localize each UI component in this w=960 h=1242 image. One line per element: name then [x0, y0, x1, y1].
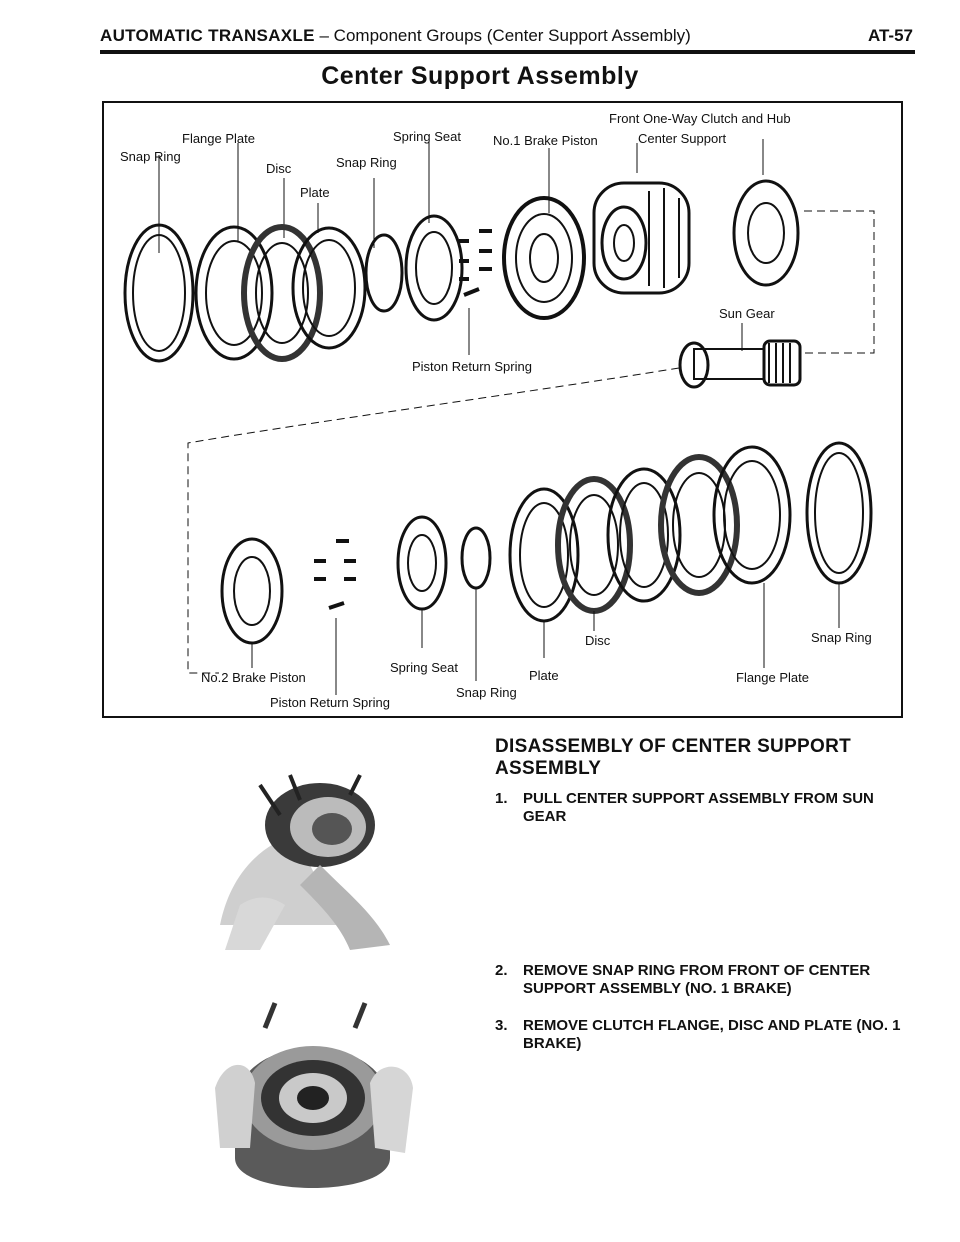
leader-lines-top — [158, 139, 764, 355]
page-header: AUTOMATIC TRANSAXLE – Component Groups (… — [100, 26, 915, 54]
leader-lines-bottom — [251, 583, 840, 695]
header-section: AUTOMATIC TRANSAXLE — [100, 26, 315, 45]
label-plate-top: Plate — [300, 185, 330, 200]
label-spring-seat-top: Spring Seat — [393, 129, 461, 144]
header-separator: – — [319, 26, 329, 45]
label-no2-brake-piston: No.2 Brake Piston — [201, 670, 306, 685]
step-text: REMOVE CLUTCH FLANGE, DISC AND PLATE (NO… — [523, 1017, 901, 1052]
page-number: AT-57 — [867, 26, 913, 45]
label-plate-bottom: Plate — [529, 668, 559, 683]
exploded-diagram: Front One-Way Clutch and Hub Flange Plat… — [102, 101, 903, 718]
label-flange-plate-top: Flange Plate — [182, 131, 255, 146]
label-disc-bottom: Disc — [585, 633, 611, 648]
label-piston-return-spring-top: Piston Return Spring — [412, 359, 532, 374]
label-snap-ring-top-left: Snap Ring — [120, 149, 181, 164]
bottom-parts — [220, 441, 873, 645]
header-subtitle: Component Groups (Center Support Assembl… — [333, 26, 691, 45]
diagram-artwork — [123, 139, 875, 695]
page-title: Center Support Assembly — [321, 62, 639, 90]
section-title: DISASSEMBLY OF CENTER SUPPORT ASSEMBLY — [495, 736, 852, 779]
label-disc-top: Disc — [266, 161, 292, 176]
step-text: REMOVE SNAP RING FROM FRONT OF CENTER SU… — [523, 962, 871, 997]
step-number: 3. — [495, 1017, 508, 1034]
step-number: 1. — [495, 790, 508, 807]
step-text: PULL CENTER SUPPORT ASSEMBLY FROM SUN GE… — [523, 790, 874, 825]
header-title: AUTOMATIC TRANSAXLE – Component Groups (… — [100, 26, 691, 46]
label-front-clutch: Front One-Way Clutch and Hub — [609, 111, 791, 126]
label-piston-return-spring-bottom: Piston Return Spring — [270, 695, 390, 710]
header-rule — [100, 50, 915, 54]
label-spring-seat-bottom: Spring Seat — [390, 660, 458, 675]
assembly-path — [187, 210, 875, 674]
label-snap-ring-bottom: Snap Ring — [456, 685, 517, 700]
label-center-support: Center Support — [638, 131, 727, 146]
top-parts — [123, 179, 802, 389]
step-number: 2. — [495, 962, 508, 979]
label-no1-brake-piston: No.1 Brake Piston — [493, 133, 598, 148]
photo-remove-snap-ring — [205, 988, 420, 1208]
label-flange-plate-bottom: Flange Plate — [736, 670, 809, 685]
label-snap-ring-bottom-right: Snap Ring — [811, 630, 872, 645]
photo-pull-center-support — [200, 755, 410, 955]
label-snap-ring-top-mid: Snap Ring — [336, 155, 397, 170]
label-sun-gear: Sun Gear — [719, 306, 775, 321]
